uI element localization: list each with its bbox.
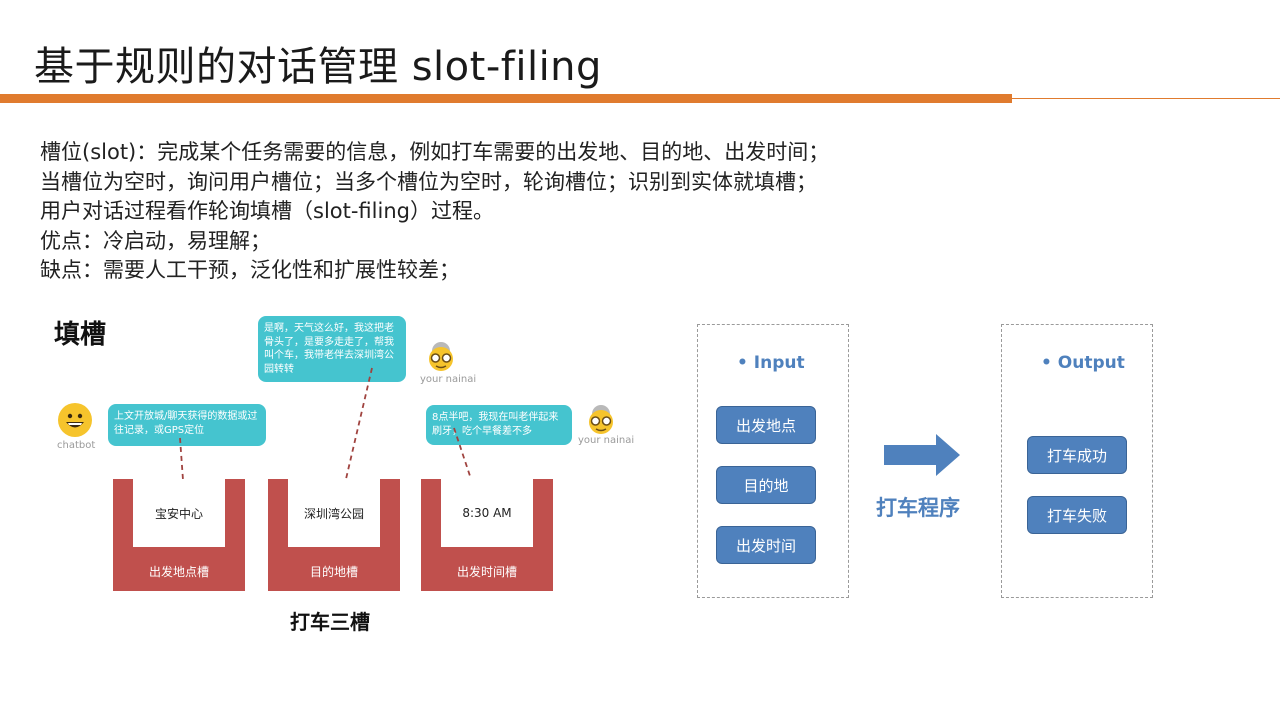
arrow-to-destination-slot: [336, 367, 373, 504]
output-failure: 打车失败: [1027, 496, 1127, 534]
process-arrow-icon: [884, 434, 960, 476]
user-bubble-2-text: 8点半吧，我现在叫老伴起来刷牙，吃个早餐差不多: [432, 412, 559, 437]
user-speech-bubble-1: 是啊，天气这么好，我这把老骨头了，是要多走走了，帮我叫个车，我带老伴去深圳湾公园…: [258, 316, 406, 382]
input-departure-time: 出发时间: [716, 526, 816, 564]
line-dialogue-process: 用户对话过程看作轮询填槽（slot-filing）过程。: [40, 199, 494, 223]
line-slot-definition: 槽位(slot)：完成某个任务需要的信息，例如打车需要的出发地、目的地、出发时间…: [40, 140, 830, 164]
slot-destination-label: 目的地槽: [309, 564, 358, 579]
chatbot-bubble-text: 上文开放城/聊天获得的数据或过往记录，或GPS定位: [114, 411, 258, 436]
output-success: 打车成功: [1027, 436, 1127, 474]
input-origin: 出发地点: [716, 406, 816, 444]
page-title: 基于规则的对话管理 slot-filing: [34, 44, 602, 90]
slot-destination: 深圳湾公园 目的地槽: [268, 479, 400, 591]
input-label: • Input: [737, 353, 805, 373]
three-slots-caption: 打车三槽: [290, 610, 370, 634]
title-underline-thin: [1012, 98, 1280, 99]
description-text: 槽位(slot)：完成某个任务需要的信息，例如打车需要的出发地、目的地、出发时间…: [40, 138, 829, 286]
slot-time-value: 8:30 AM: [441, 479, 533, 547]
slot-origin: 宝安中心 出发地点槽: [113, 479, 245, 591]
line-disadvantages: 缺点：需要人工干预，泛化性和扩展性较差；: [40, 258, 460, 282]
chatbot-emoji-icon: [58, 403, 92, 437]
slot-time-label: 出发时间槽: [456, 564, 517, 579]
line-advantages: 优点：冷启动，易理解；: [40, 228, 271, 253]
line-empty-slot-query: 当槽位为空时，询问用户槽位；当多个槽位为空时，轮询槽位；识别到实体就填槽；: [40, 169, 817, 194]
fill-slot-heading: 填槽: [54, 320, 107, 350]
input-destination: 目的地: [716, 466, 816, 504]
slot-origin-label: 出发地点槽: [148, 564, 209, 579]
user-caption-2: your nainai: [578, 435, 635, 446]
slot-destination-value: 深圳湾公园: [288, 479, 380, 547]
user-speech-bubble-2: 8点半吧，我现在叫老伴起来刷牙，吃个早餐差不多: [426, 405, 572, 445]
grandma-avatar-icon: [424, 341, 458, 377]
slot-time: 8:30 AM 出发时间槽: [421, 479, 553, 591]
chatbot-caption: chatbot: [57, 440, 96, 451]
output-box: [1001, 324, 1153, 598]
grandma-avatar-icon: [584, 404, 618, 440]
process-label: 打车程序: [876, 496, 960, 520]
user-caption-1: your nainai: [420, 374, 477, 385]
title-underline: [0, 94, 1012, 103]
output-label: • Output: [1041, 353, 1125, 373]
slot-origin-value: 宝安中心: [133, 479, 225, 547]
chatbot-speech-bubble: 上文开放城/聊天获得的数据或过往记录，或GPS定位: [108, 404, 266, 446]
user-bubble-1-text: 是啊，天气这么好，我这把老骨头了，是要多走走了，帮我叫个车，我带老伴去深圳湾公园…: [264, 323, 394, 375]
input-box: [697, 324, 849, 598]
